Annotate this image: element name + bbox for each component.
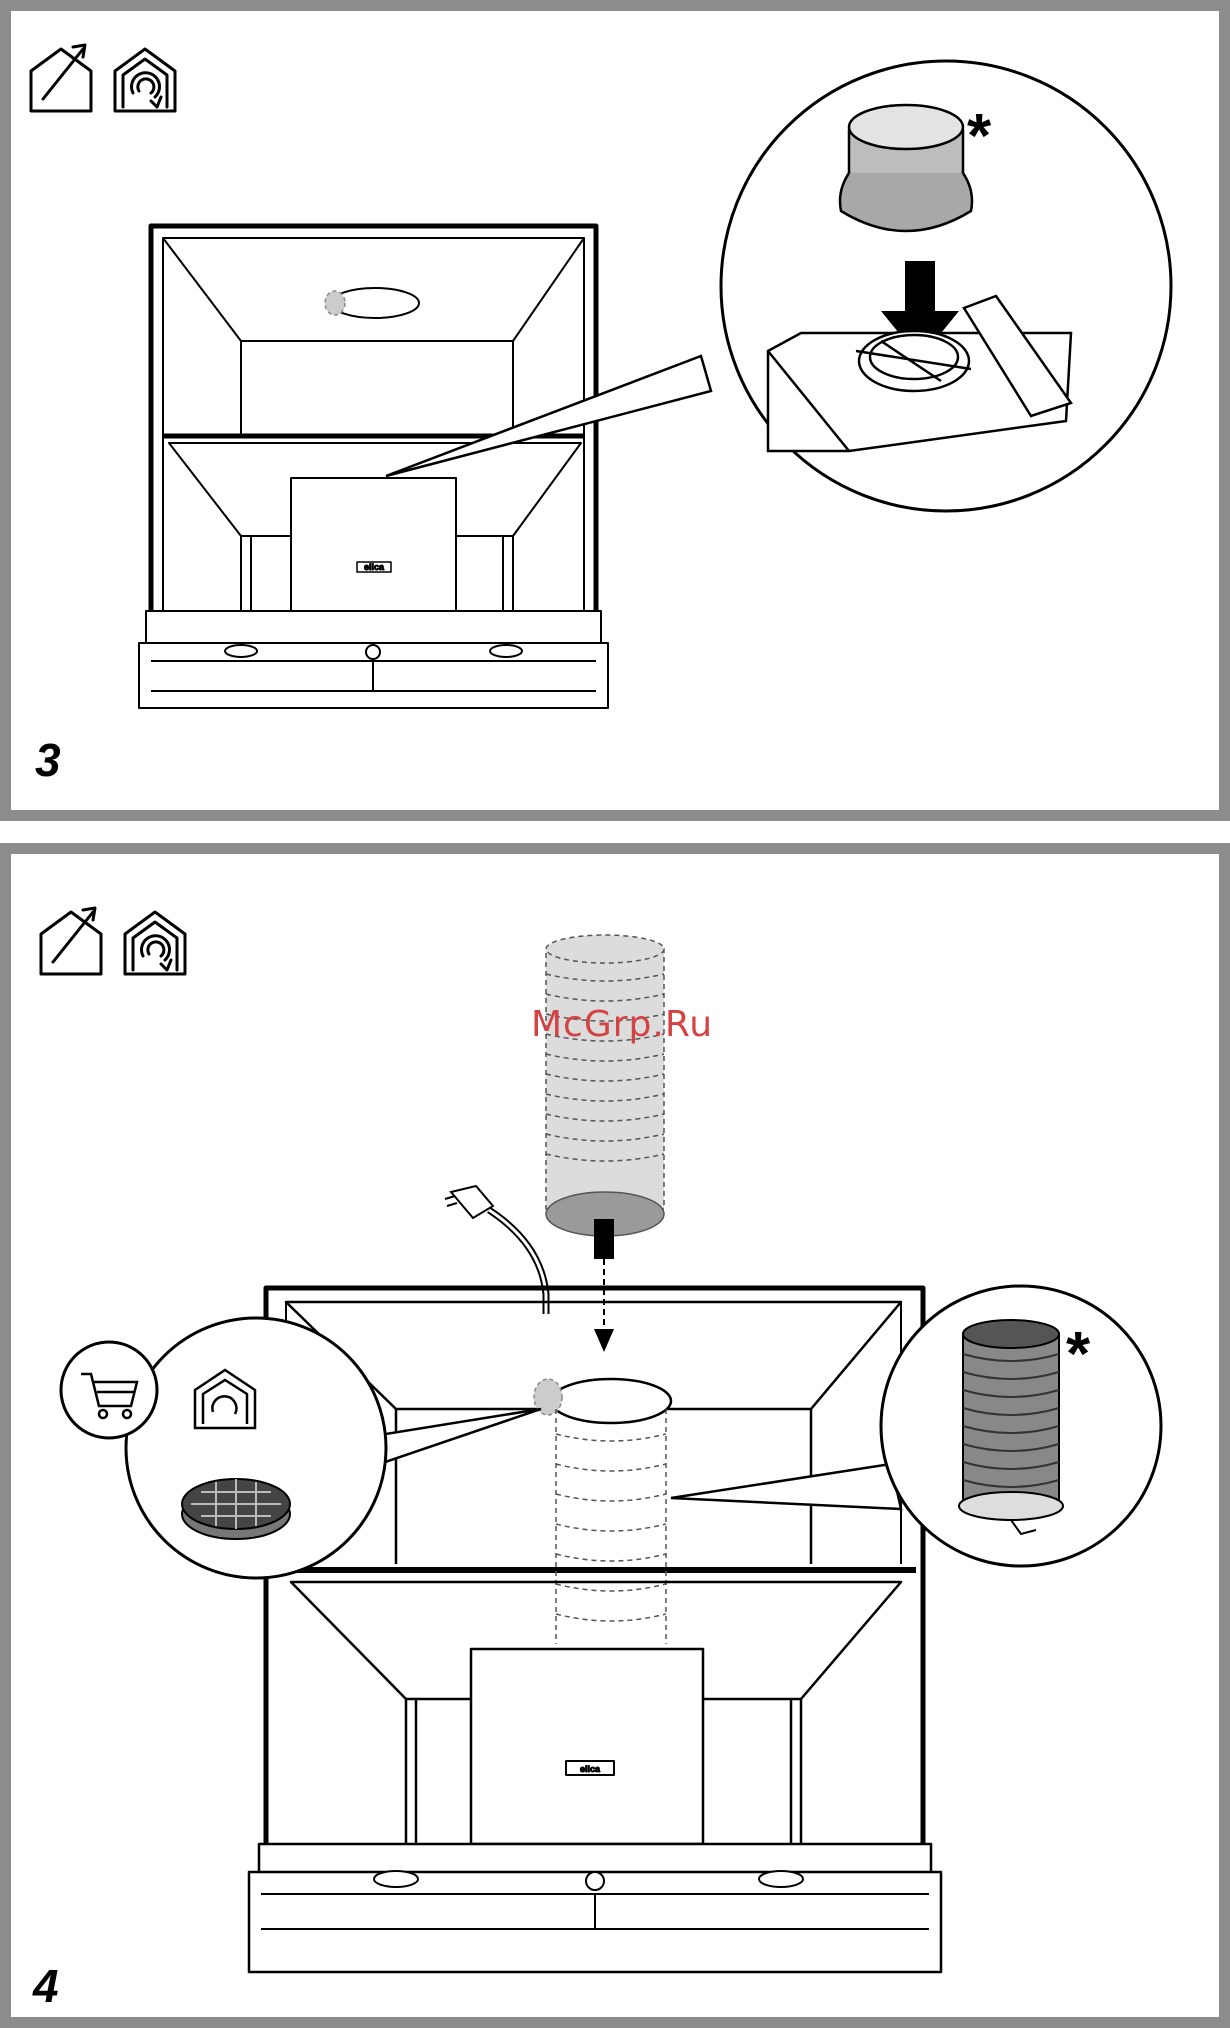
hood-cabinet-view: elica [139,226,608,708]
detail-circle-adapter [721,61,1171,511]
detail-circle-duct-clamp [881,1286,1161,1566]
shopping-cart-badge [61,1342,157,1438]
adapter-collar [840,105,972,231]
step-number: 3 [35,733,61,787]
callout-pointer [671,1464,901,1509]
motor-brand-label: elica [580,1764,601,1774]
detail-mark-asterisk: * [1066,1324,1090,1386]
detail-circle-charcoal-filter [126,1318,386,1578]
flexible-duct-detail [959,1320,1063,1534]
motor-brand-label: elica [364,562,385,572]
flexible-duct [546,935,664,1209]
ducted-mode-icon [31,45,91,111]
power-plug [445,1186,546,1314]
detail-mark-asterisk: * [967,106,991,168]
step-number: 4 [33,1959,59,2013]
step-4-panel: elica [0,843,1230,2028]
recirculation-mode-icon [115,49,175,111]
charcoal-filter [182,1479,290,1539]
step-3-panel: elica [0,0,1230,821]
step-3-illustration: elica [11,11,1219,810]
down-arrow-icon [594,1219,614,1259]
recirculation-mode-icon [125,912,185,974]
hose-clamp [959,1492,1063,1520]
watermark: McGrp.Ru [531,1004,713,1045]
ducted-mode-icon [41,908,101,974]
callout-pointer [386,356,711,476]
